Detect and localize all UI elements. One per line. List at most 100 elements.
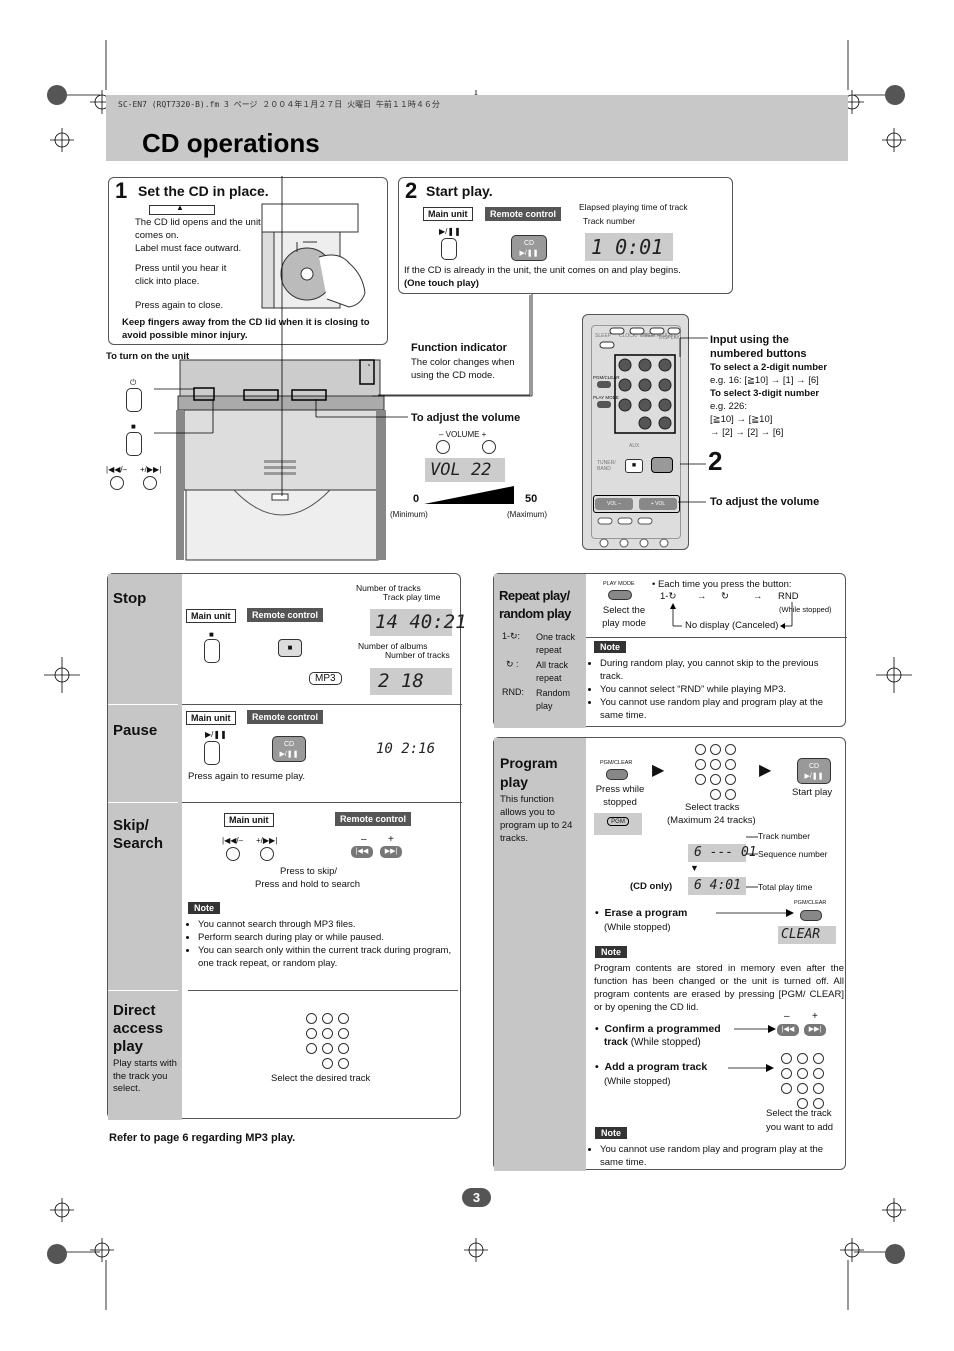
volume-down-button[interactable] bbox=[436, 440, 450, 454]
program-note2-tag: Note bbox=[595, 1127, 627, 1139]
pgm-clear-label: PGM/CLEAR bbox=[600, 760, 633, 766]
pause-remote-button[interactable]: CD▶/❚❚ bbox=[272, 736, 306, 762]
volume-min-value: 0 bbox=[413, 493, 420, 505]
arrow-right-icon-1: ▶ bbox=[652, 762, 665, 779]
remote-step2-number: 2 bbox=[708, 446, 723, 476]
repeat-key-1: 1-↻: bbox=[502, 631, 521, 641]
track-number-label: Track number bbox=[758, 831, 811, 841]
press-hold-text: Press and hold to search bbox=[255, 879, 361, 890]
sequence-3: RND bbox=[778, 591, 799, 602]
main-unit-tag: Main unit bbox=[423, 207, 473, 221]
while-stopped-label: (While stopped) bbox=[779, 605, 832, 614]
press-text: Press until you hear it click into place… bbox=[135, 263, 227, 287]
function-indicator-title: Function indicator bbox=[411, 342, 507, 354]
confirm-back-button[interactable]: |◀◀ bbox=[777, 1024, 799, 1036]
remote-illustration: SLEEP CLOCK/ TIMER TIMER ADJUST DISPLAY … bbox=[582, 314, 689, 550]
direct-desc: Play starts with the track you select. bbox=[113, 1058, 177, 1094]
label-text: Label must face outward. bbox=[135, 243, 242, 254]
remote-cd-play-button[interactable]: CD▶/❚❚ bbox=[511, 235, 547, 261]
unit-stop-button[interactable] bbox=[126, 432, 142, 456]
step1-box: 1 Set the CD in place. ▲ The CD lid open… bbox=[108, 177, 388, 345]
skip-right-label: +/▶▶| bbox=[140, 465, 162, 474]
stop-num-tracks2-label: Number of tracks bbox=[385, 650, 450, 660]
sequence-arrow-1: → bbox=[697, 591, 707, 602]
volume-lcd: VOL 22 bbox=[425, 458, 505, 482]
skip-main-unit-tag: Main unit bbox=[224, 813, 274, 827]
repeat-val-3: Random play bbox=[536, 688, 571, 711]
repeat-notes: During random play, you cannot skip to t… bbox=[591, 657, 843, 722]
play-pause-icon: ▶/❚❚ bbox=[439, 227, 461, 236]
cd-lid-illustration bbox=[261, 203, 366, 309]
volume-wedge bbox=[424, 486, 514, 504]
program-panel: Program play This function allows you to… bbox=[493, 737, 846, 1171]
pgm-clear-button[interactable] bbox=[606, 769, 628, 780]
unit-skip-back-button[interactable] bbox=[110, 476, 124, 490]
three-digit-title: To select 3-digit number bbox=[710, 388, 820, 399]
pause-main-button[interactable] bbox=[204, 741, 220, 765]
main-play-button[interactable] bbox=[441, 238, 457, 260]
play-mode-label: PLAY MODE bbox=[603, 581, 635, 587]
skip-left-label: |◀◀/– bbox=[106, 465, 128, 474]
skip-back-main-button[interactable] bbox=[226, 847, 240, 861]
erase-pgm-button[interactable] bbox=[800, 910, 822, 921]
three-digit-example3: → [2] → [2] → [6] bbox=[710, 427, 784, 438]
repeat-val-1: One track repeat bbox=[536, 632, 576, 655]
stop-main-button[interactable] bbox=[204, 639, 220, 663]
skip-forward-main-button[interactable] bbox=[260, 847, 274, 861]
press-skip-text: Press to skip/ bbox=[280, 866, 338, 877]
unit-skip-forward-button[interactable] bbox=[143, 476, 157, 490]
add-arrow bbox=[728, 1064, 774, 1072]
skip-forward-remote-button[interactable]: ▶▶| bbox=[380, 846, 402, 858]
left-panel: Stop Main unit Remote control Number of … bbox=[107, 573, 467, 1120]
direct-heading-2: access bbox=[113, 1020, 164, 1037]
program-start-button[interactable]: CD▶/❚❚ bbox=[797, 758, 831, 784]
pause-heading: Pause bbox=[113, 722, 158, 739]
skip-notes: You cannot search through MP3 files. Per… bbox=[188, 918, 454, 970]
repeat-key-3: RND: bbox=[502, 687, 524, 697]
one-touch-text: (One touch play) bbox=[404, 278, 479, 289]
program-note2: You cannot use random play and program p… bbox=[591, 1143, 843, 1169]
lid-text: The CD lid opens and the unit comes on. bbox=[135, 217, 261, 241]
skip-minus: – bbox=[361, 834, 367, 845]
skip-heading-1: Skip/ bbox=[113, 817, 149, 834]
direct-heading-3: play bbox=[113, 1038, 144, 1055]
program-lcd-sequence: 6 --- 01 bbox=[688, 844, 757, 862]
step2-description: If the CD is already in the unit, the un… bbox=[404, 265, 681, 276]
cd-only-label: (CD only) bbox=[630, 881, 673, 892]
program-lcd-total: 6 4:01 bbox=[688, 877, 746, 895]
step2-number: 2 bbox=[405, 178, 418, 203]
skip-remote-tag: Remote control bbox=[335, 812, 412, 826]
stop-remote-button[interactable]: ■ bbox=[278, 639, 302, 657]
pause-main-unit-tag: Main unit bbox=[186, 711, 236, 725]
program-heading-2: play bbox=[500, 774, 529, 790]
pgm-lcd: PGM bbox=[594, 813, 642, 835]
confirm-forward-button[interactable]: ▶▶| bbox=[804, 1024, 826, 1036]
turn-on-label: To turn on the unit bbox=[106, 351, 190, 362]
stop-play-time-label: Track play time bbox=[383, 592, 441, 602]
clear-lcd: CLEAR bbox=[778, 926, 836, 944]
power-button[interactable] bbox=[126, 388, 142, 412]
volume-up-button[interactable] bbox=[482, 440, 496, 454]
confirm-plus: + bbox=[812, 1011, 818, 1022]
stop-heading: Stop bbox=[113, 590, 147, 607]
sequence-number-label: Sequence number bbox=[758, 849, 828, 859]
skip-plus: + bbox=[388, 834, 394, 845]
skip-back-remote-button[interactable]: |◀◀ bbox=[351, 846, 373, 858]
volume-label: – VOLUME + bbox=[439, 430, 487, 439]
sequence-2: ↻ bbox=[721, 591, 729, 602]
select-add-1: Select the track bbox=[766, 1108, 832, 1119]
repeat-note-tag: Note bbox=[594, 641, 626, 653]
skip-heading-2: Search bbox=[113, 835, 164, 852]
sequence-arrow-2: → bbox=[753, 591, 763, 602]
erase-program: • Erase a program bbox=[595, 907, 688, 919]
pause-play-icon: ▶/❚❚ bbox=[205, 730, 227, 739]
confirm-track: track (While stopped) bbox=[604, 1037, 701, 1048]
eject-icon: ▲ bbox=[176, 203, 184, 212]
function-indicator-desc: The color changes when using the CD mode… bbox=[411, 357, 515, 381]
play-mode-button[interactable] bbox=[608, 590, 632, 600]
stop-num-tracks-label: Number of tracks bbox=[356, 583, 421, 593]
confirm-minus: – bbox=[784, 1011, 790, 1022]
erase-arrow bbox=[716, 909, 794, 917]
arrow-right-icon-2: ▶ bbox=[759, 762, 772, 779]
